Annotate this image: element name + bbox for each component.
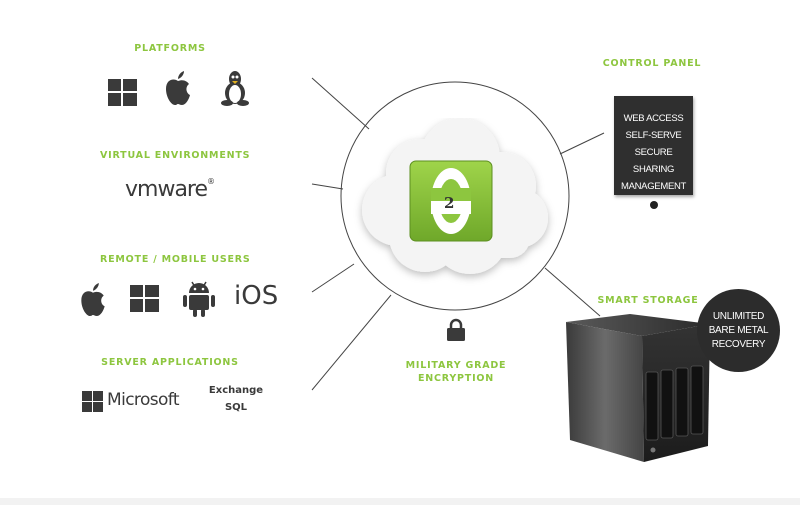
control-panel-item: WEB ACCESS <box>623 113 684 124</box>
microsoft-label: Microsoft <box>107 390 180 410</box>
microsoft-icon <box>82 391 103 412</box>
platforms-title: PLATFORMS <box>134 43 206 54</box>
footer-band <box>0 498 800 505</box>
connector-control-panel <box>559 132 605 155</box>
connector-platforms <box>311 77 370 130</box>
linux-icon <box>221 71 249 106</box>
badge-line: RECOVERY <box>711 338 766 350</box>
recovery-badge: UNLIMITED BARE METAL RECOVERY <box>697 289 780 372</box>
lock-icon <box>447 318 465 341</box>
control-panel-item: SELF-SERVE <box>625 130 682 141</box>
badge-line: UNLIMITED <box>712 310 765 322</box>
vmware-logo-mark: ® <box>207 177 215 186</box>
windows-icon <box>130 285 159 312</box>
server-applications-title: SERVER APPLICATIONS <box>101 357 239 368</box>
app-sql: SQL <box>224 402 248 413</box>
control-panel-title: CONTROL PANEL <box>602 58 702 69</box>
encryption-title-line2: ENCRYPTION <box>417 373 495 384</box>
android-icon <box>183 281 215 317</box>
remote-mobile-title: REMOTE / MOBILE USERS <box>100 254 251 265</box>
control-panel-item: SECURE SHARING <box>632 147 675 175</box>
control-panel-dot <box>650 201 658 209</box>
connector-virtual <box>311 183 344 190</box>
badge-line: BARE METAL <box>708 324 769 336</box>
virtual-environments-title: VIRTUAL ENVIRONMENTS <box>100 150 251 161</box>
windows-icon <box>108 79 137 106</box>
control-panel-item: MANAGEMENT <box>620 181 687 192</box>
vmware-logo: vmware® <box>125 177 215 202</box>
apple-icon <box>81 282 105 317</box>
o2-logo: 2 <box>409 160 493 242</box>
smart-storage-title: SMART STORAGE <box>597 295 699 306</box>
connector-storage <box>544 267 601 317</box>
connector-server <box>311 294 392 391</box>
encryption-title-line1: MILITARY GRADE <box>405 360 507 371</box>
nas-device-icon <box>566 314 710 462</box>
ios-label: iOS <box>234 281 279 311</box>
control-panel-box: WEB ACCESS SELF-SERVE SECURE SHARING MAN… <box>614 96 693 195</box>
connector-mobile <box>311 263 355 293</box>
vmware-logo-text: vmware <box>125 177 208 202</box>
apple-icon <box>166 71 190 105</box>
logo-subscript: 2 <box>444 194 455 212</box>
app-exchange: Exchange <box>208 385 264 396</box>
